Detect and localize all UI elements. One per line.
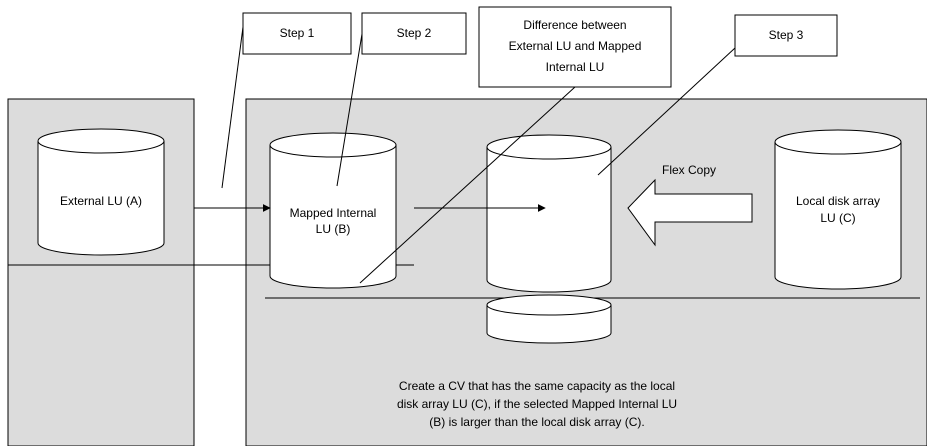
local-disk-lu-cylinder — [774, 129, 902, 290]
caption-line3: (B) is larger than the local disk array … — [429, 415, 644, 429]
difference-leader — [359, 86, 576, 284]
caption-line1: Create a CV that has the same capacity a… — [399, 379, 675, 393]
step1-callout-box — [242, 12, 352, 55]
difference-callout-line3: Internal LU — [546, 60, 605, 74]
cv-cylinder — [486, 134, 612, 293]
difference-callout-line1: Difference between — [523, 18, 626, 32]
cv-base-disk — [486, 294, 612, 344]
flex-copy-arrow — [627, 178, 753, 247]
step2-callout-text: Step 2 — [397, 26, 432, 40]
mapped-internal-lu-label-line1: Mapped Internal — [290, 206, 377, 220]
step2-callout-box — [361, 12, 467, 55]
step3-callout-text: Step 3 — [769, 28, 804, 42]
mapped-internal-lu-cylinder — [269, 132, 397, 289]
step1-callout-text: Step 1 — [280, 26, 315, 40]
difference-callout-line2: External LU and Mapped — [509, 39, 642, 53]
local-disk-lu-label-line2: LU (C) — [820, 211, 855, 225]
caption-line2: disk array LU (C), if the selected Mappe… — [397, 397, 677, 411]
external-lu-cylinder — [37, 128, 165, 256]
flex-copy-label: Flex Copy — [662, 163, 716, 177]
step3-leader — [597, 47, 736, 176]
difference-callout-box — [478, 6, 672, 88]
external-lu-label: External LU (A) — [60, 194, 142, 208]
local-disk-lu-label-line1: Local disk array — [796, 194, 880, 208]
step1-leader — [221, 26, 244, 189]
step2-leader — [336, 33, 363, 187]
mapped-internal-lu-label-line2: LU (B) — [316, 222, 351, 236]
step3-callout-box — [734, 14, 838, 57]
